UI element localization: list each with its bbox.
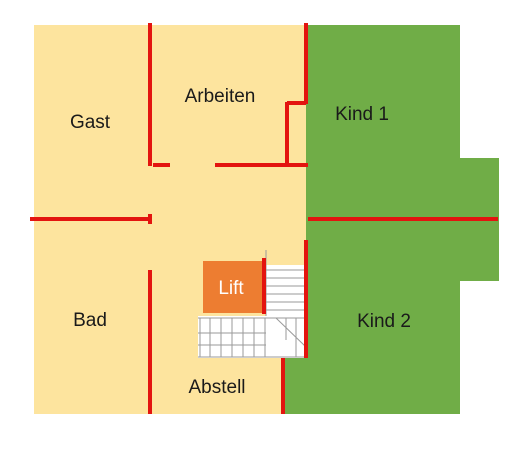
lift-box — [203, 261, 263, 313]
lift-label: Lift — [218, 278, 244, 299]
walls — [30, 23, 498, 414]
room-label-kind1: Kind 1 — [335, 104, 389, 125]
staircase — [198, 250, 307, 358]
room-label-gast: Gast — [70, 112, 111, 133]
room-label-abstell: Abstell — [188, 377, 245, 398]
room-label-kind2: Kind 2 — [357, 311, 411, 332]
room-label-bad: Bad — [73, 310, 107, 331]
room-label-arbeiten: Arbeiten — [185, 86, 256, 107]
